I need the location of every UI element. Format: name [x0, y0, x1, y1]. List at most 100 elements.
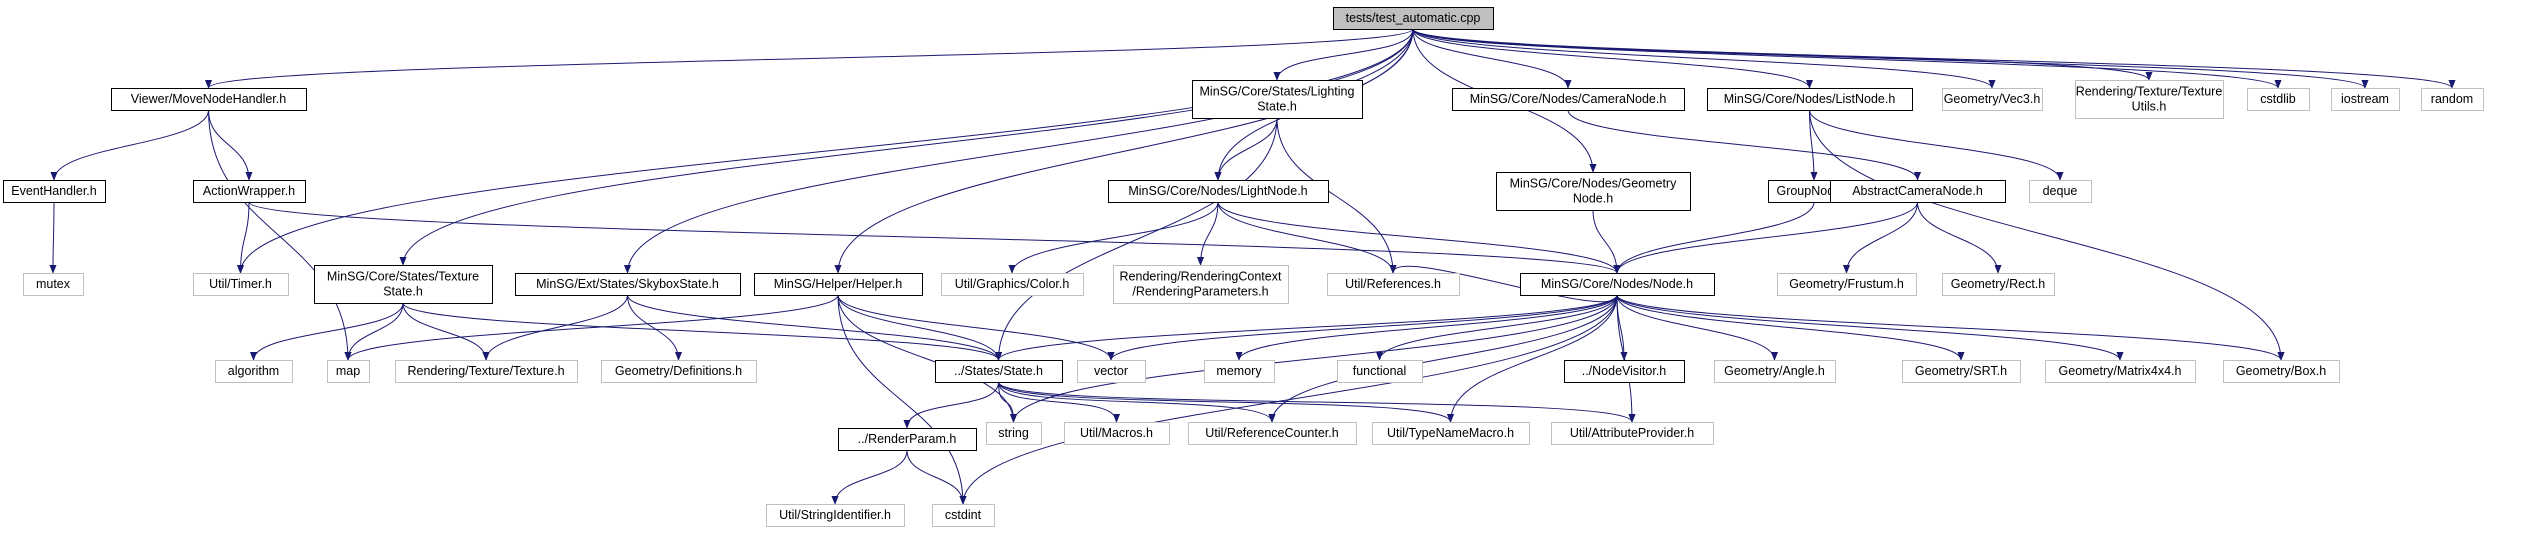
node-label: State.h [1257, 100, 1297, 114]
edge-state-to-typename [998, 381, 1451, 423]
edge-node-to-attrprov [1616, 294, 1632, 422]
node-box [766, 504, 905, 527]
node-lightnode[interactable]: MinSG/Core/Nodes/LightNode.h [1108, 180, 1329, 203]
edge-root-to-movenode [209, 28, 1414, 89]
node-box [1520, 273, 1715, 296]
node-macros: Util/Macros.h [1064, 422, 1170, 445]
edge-helper-to-cstdint [837, 294, 963, 504]
node-box [395, 360, 578, 383]
edge-root-to-cameranode [1412, 28, 1568, 89]
node-box [215, 360, 293, 383]
edge-texstate-to-texture [402, 302, 486, 361]
node-deque: deque [2029, 180, 2092, 203]
node-movenode[interactable]: Viewer/MoveNodeHandler.h [111, 88, 307, 111]
node-nodevisitor[interactable]: ../NodeVisitor.h [1564, 360, 1685, 383]
node-mutex: mutex [23, 273, 84, 296]
edge-node-to-vector [1111, 294, 1618, 361]
node-renderparam[interactable]: ../RenderParam.h [838, 428, 977, 451]
node-cstdint: cstdint [932, 504, 995, 527]
edge-state-to-renderparam [907, 381, 999, 429]
node-box [2223, 360, 2340, 383]
node-box [2045, 360, 2196, 383]
node-actionwrapper[interactable]: ActionWrapper.h [193, 180, 306, 203]
edge-node-to-typename [1451, 294, 1618, 422]
edge-texstate-to-map [348, 302, 404, 360]
node-box [986, 422, 1042, 445]
node-node[interactable]: MinSG/Core/Nodes/Node.h [1520, 273, 1715, 296]
node-box [1077, 360, 1146, 383]
edge-root-to-helper [838, 28, 1414, 273]
edge-eventhandler-to-mutex [53, 201, 54, 273]
node-rendctx: Rendering/RenderingContext/RenderingPara… [1113, 265, 1289, 304]
node-eventhandler[interactable]: EventHandler.h [3, 180, 106, 203]
edge-root-to-timer [241, 28, 1414, 273]
node-listnode[interactable]: MinSG/Core/Nodes/ListNode.h [1707, 88, 1913, 111]
edge-skybox-to-texture [486, 294, 628, 361]
node-functional: functional [1337, 360, 1423, 383]
edge-skybox-to-definitions [627, 294, 679, 360]
node-box [2247, 88, 2310, 111]
node-label: Utils.h [2132, 100, 2167, 114]
node-label: Geometry/Rect.h [1951, 277, 2046, 291]
node-references: Util/References.h [1327, 273, 1460, 296]
node-label: State.h [383, 285, 423, 299]
node-label: Geometry/Angle.h [1724, 364, 1825, 378]
node-label: MinSG/Core/States/Lighting [1200, 85, 1355, 99]
edge-node-to-refcounter [1272, 294, 1618, 422]
node-helper[interactable]: MinSG/Helper/Helper.h [754, 273, 923, 296]
node-skybox[interactable]: MinSG/Ext/States/SkyboxState.h [515, 273, 741, 296]
node-state[interactable]: ../States/State.h [935, 360, 1063, 383]
edge-listnode-to-box [1809, 109, 2282, 360]
node-box [1830, 180, 2006, 203]
edge-root-to-random [1412, 28, 2452, 89]
node-box [1327, 273, 1460, 296]
node-label: iostream [2341, 92, 2389, 106]
edge-node-to-references [1393, 266, 1618, 303]
node-cameranode[interactable]: MinSG/Core/Nodes/CameraNode.h [1452, 88, 1685, 111]
node-label: Rendering/RenderingContext [1120, 270, 1282, 284]
edge-movenode-to-eventhandler [54, 109, 209, 181]
edge-root-to-cstdlib [1412, 28, 2278, 89]
node-label: /RenderingParameters.h [1132, 285, 1268, 299]
node-box [327, 360, 370, 383]
edge-helper-to-vector [837, 294, 1111, 361]
edge-lightnode-to-references [1217, 201, 1393, 274]
node-label: tests/test_automatic.cpp [1346, 11, 1481, 25]
node-stringid: Util/StringIdentifier.h [766, 504, 905, 527]
node-label: ../RenderParam.h [858, 432, 957, 446]
node-label: Geometry/Frustum.h [1789, 277, 1904, 291]
node-label: cstdlib [2260, 92, 2295, 106]
node-box: Geometry/Box.h [2223, 360, 2340, 383]
node-label: MinSG/Core/Nodes/CameraNode.h [1470, 92, 1667, 106]
node-box [3, 180, 106, 203]
edge-cameranode-to-abstractcam [1567, 109, 1918, 181]
node-abstractcam[interactable]: AbstractCameraNode.h [1830, 180, 2006, 203]
node-memory: memory [1204, 360, 1275, 383]
node-box [1942, 88, 2043, 111]
node-box [515, 273, 741, 296]
edge-state-to-refcounter [998, 381, 1273, 423]
node-label: Geometry/Box.h [2236, 364, 2326, 378]
node-root[interactable]: tests/test_automatic.cpp [1333, 7, 1494, 30]
node-box [1204, 360, 1275, 383]
edge-abstractcam-to-rect [1917, 201, 1999, 273]
node-refcounter: Util/ReferenceCounter.h [1188, 422, 1357, 445]
edge-node-to-memory [1239, 294, 1618, 361]
node-rect: Geometry/Rect.h [1942, 273, 2055, 296]
edge-lightnode-to-node [1217, 201, 1617, 274]
edge-root-to-vec3 [1412, 28, 1992, 89]
edge-lightingstate-to-references [1276, 117, 1393, 273]
edge-root-to-texstate [403, 28, 1414, 265]
node-box [1333, 7, 1494, 30]
edge-actionwrapper-to-node [248, 201, 1617, 274]
node-box [601, 360, 757, 383]
edge-node-to-angle [1616, 294, 1775, 361]
edge-abstractcam-to-frustum [1847, 201, 1918, 273]
node-label: Util/AttributeProvider.h [1570, 426, 1694, 440]
edge-helper-to-map [348, 294, 839, 361]
node-label: Geometry/Matrix4x4.h [2059, 364, 2182, 378]
edge-node-to-matrix [1616, 294, 2120, 361]
